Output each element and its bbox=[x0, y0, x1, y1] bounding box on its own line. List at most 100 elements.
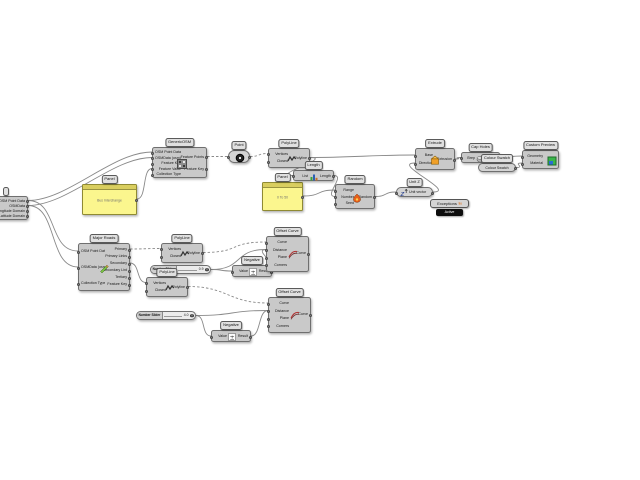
offset-curve-2-input-port-1[interactable] bbox=[267, 310, 271, 313]
offset-curve-1-output-port-0[interactable] bbox=[306, 252, 310, 256]
import-osm[interactable]: OSM Point DataOSMDataLongitude DomainLat… bbox=[0, 196, 29, 220]
list-length-output-port-0[interactable] bbox=[331, 175, 335, 178]
polyline-1-output-port-0[interactable] bbox=[307, 157, 311, 160]
generic-osm-input-port-3[interactable] bbox=[151, 168, 155, 171]
panel-2-text: 0 To 50 bbox=[276, 194, 289, 199]
random-input-port-0[interactable] bbox=[334, 189, 338, 193]
random-output-port-0[interactable] bbox=[372, 196, 376, 199]
offset-curve-2-input-port-3[interactable] bbox=[267, 325, 271, 328]
major-roads-output-port-4[interactable] bbox=[127, 276, 131, 280]
generic-osm-input-port-4[interactable] bbox=[151, 173, 155, 177]
major-roads-output-port-5[interactable] bbox=[127, 283, 131, 287]
import-osm-output-port-0[interactable] bbox=[25, 200, 29, 203]
generic-osm-input-port-0[interactable] bbox=[151, 151, 155, 155]
offset-curve-2-input-label-1: Distance bbox=[275, 308, 289, 313]
import-osm-output-port-1[interactable] bbox=[25, 205, 29, 208]
extrude-output-port-0[interactable] bbox=[452, 158, 456, 162]
exceptions-active-button[interactable]: Active bbox=[436, 209, 463, 216]
polyline-2-input-port-1[interactable] bbox=[160, 255, 164, 259]
panel-1[interactable]: Bus Interchange bbox=[82, 184, 138, 215]
panel-1-output-port-0[interactable] bbox=[134, 198, 138, 202]
svg-text:z: z bbox=[400, 190, 405, 198]
custom-preview-input-port-1[interactable] bbox=[521, 162, 525, 166]
custom-preview-input-port-0[interactable] bbox=[521, 155, 525, 159]
major-roads-output-port-2[interactable] bbox=[127, 262, 131, 266]
random-input-port-1[interactable] bbox=[334, 196, 338, 199]
slider-2-track[interactable] bbox=[164, 315, 182, 317]
negative-2-output-port-0[interactable] bbox=[248, 335, 252, 339]
point-param-output-port-0[interactable] bbox=[247, 156, 251, 159]
offset-curve-1-input-port-1[interactable] bbox=[265, 249, 269, 252]
major-roads-output-label-4: Tertiary bbox=[115, 275, 127, 280]
slider-1-track[interactable] bbox=[178, 269, 197, 271]
negative-2-input-port-0[interactable] bbox=[210, 335, 214, 339]
exceptions-widget[interactable]: Exceptions ?!Active bbox=[430, 199, 469, 216]
panel-2-output-port-0[interactable] bbox=[300, 195, 304, 199]
offset-curve-2-input-port-2[interactable] bbox=[267, 317, 271, 321]
offset-curve-1-input-port-0[interactable] bbox=[265, 241, 269, 245]
generic-osm-input-port-1[interactable] bbox=[151, 157, 155, 160]
polyline-1-input-port-0[interactable] bbox=[267, 153, 271, 156]
generic-osm-input-port-2[interactable] bbox=[151, 162, 155, 166]
polyline-3-input-port-1[interactable] bbox=[145, 289, 149, 293]
offset-curve-1-input-label-2: Plane bbox=[277, 255, 287, 260]
major-roads-input-port-2[interactable] bbox=[77, 282, 81, 286]
offset-curve-1-tag: Offset Curve bbox=[273, 227, 302, 236]
point-param-input-port-0[interactable] bbox=[227, 156, 231, 159]
extrude-input-port-1[interactable] bbox=[414, 162, 418, 166]
generic-osm-output-label-1: Feature Key bbox=[184, 166, 204, 171]
offset-curve-1-input-label-3: Corners bbox=[274, 262, 287, 267]
slider-1-grip[interactable] bbox=[204, 267, 209, 272]
unit-z-output-port-0[interactable] bbox=[430, 191, 434, 195]
polyline-2-input-port-0[interactable] bbox=[160, 248, 164, 251]
major-roads-output-port-0[interactable] bbox=[127, 248, 131, 252]
major-roads-input-port-1[interactable] bbox=[77, 266, 81, 270]
negative-1-input-port-0[interactable] bbox=[231, 270, 235, 274]
colour-swatch[interactable]: Colour Swatch bbox=[478, 163, 517, 172]
panel-1-tag: Panel bbox=[101, 175, 118, 184]
random-input-port-2[interactable] bbox=[334, 202, 338, 206]
offset-curve-1-input-port-3[interactable] bbox=[265, 264, 269, 267]
panel-2[interactable]: 0 To 50 bbox=[262, 182, 304, 211]
extrude-input-port-0[interactable] bbox=[414, 154, 418, 158]
polyline-2-output-port-0[interactable] bbox=[200, 252, 204, 255]
major-roads-output-port-3[interactable] bbox=[127, 269, 131, 273]
import-osm-output-port-2[interactable] bbox=[25, 210, 29, 213]
unit-z-input-port-0[interactable] bbox=[395, 191, 399, 195]
panel-2-header[interactable] bbox=[263, 183, 302, 188]
generic-osm-output-port-0[interactable] bbox=[204, 156, 208, 159]
list-length-input-port-0[interactable] bbox=[292, 175, 296, 178]
colour-swatch-output-port-0[interactable] bbox=[513, 167, 517, 170]
offset-curve-2-output-port-0[interactable] bbox=[308, 313, 312, 317]
offset-curve-1-input-port-2[interactable] bbox=[265, 256, 269, 260]
point-param[interactable] bbox=[227, 150, 251, 163]
generic-osm-output-port-1[interactable] bbox=[204, 168, 208, 171]
exceptions-header[interactable]: Exceptions ?! bbox=[430, 199, 469, 208]
cap-holes-input-port-0[interactable] bbox=[460, 157, 464, 160]
polyline-3-input-port-0[interactable] bbox=[145, 282, 149, 285]
major-roads-output-port-1[interactable] bbox=[127, 255, 131, 259]
slider-2-grip[interactable] bbox=[189, 313, 194, 318]
import-osm-output-port-3[interactable] bbox=[25, 215, 29, 218]
offset-curve-2-input-port-0[interactable] bbox=[267, 302, 271, 306]
major-roads-input-port-0[interactable] bbox=[77, 250, 81, 254]
polyline-3-output-port-0[interactable] bbox=[185, 286, 189, 289]
cap-holes-input-label-0: Brep bbox=[467, 155, 475, 160]
polyline-1-input-port-1[interactable] bbox=[267, 160, 271, 164]
panel-1-header[interactable] bbox=[83, 185, 136, 190]
